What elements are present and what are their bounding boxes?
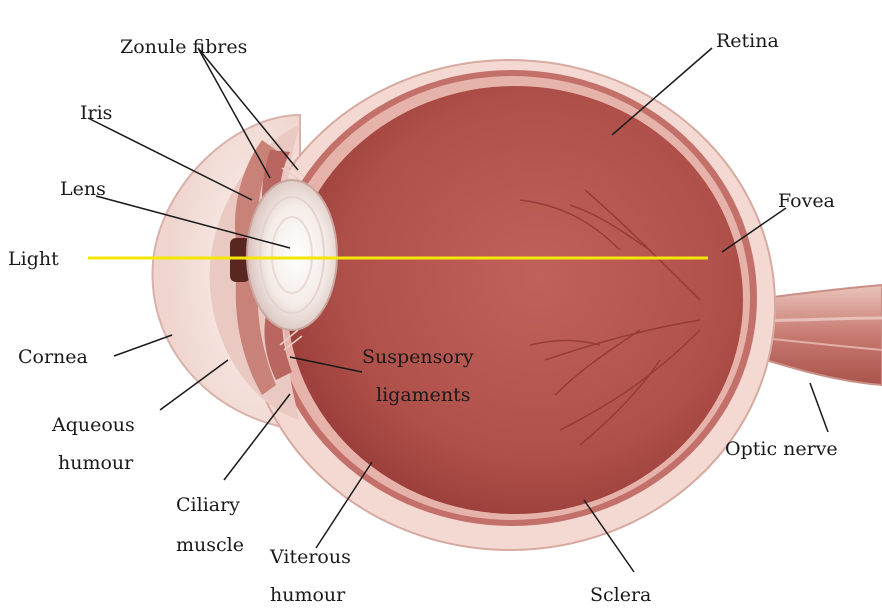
label-viterous-2: humour: [270, 584, 345, 606]
label-retina: Retina: [716, 30, 779, 52]
label-suspensory-2: ligaments: [376, 384, 471, 406]
label-light: Light: [8, 248, 59, 270]
label-sclera: Sclera: [590, 584, 651, 606]
label-iris: Iris: [80, 102, 112, 124]
label-suspensory-1: Suspensory: [362, 346, 474, 368]
vitreous-shape: [287, 86, 743, 514]
label-aqueous-2: humour: [58, 452, 133, 474]
label-lens: Lens: [60, 178, 106, 200]
label-optic-nerve: Optic nerve: [725, 438, 838, 460]
leader-optic-nerve: [810, 383, 828, 432]
label-cornea: Cornea: [18, 346, 88, 368]
label-ciliary-1: Ciliary: [176, 494, 240, 516]
label-zonule-fibres: Zonule fibres: [120, 36, 247, 58]
leader-cornea: [114, 335, 172, 356]
label-aqueous-1: Aqueous: [52, 414, 135, 436]
label-ciliary-2: muscle: [176, 534, 244, 556]
label-viterous-1: Viterous: [270, 546, 351, 568]
label-fovea: Fovea: [778, 190, 835, 212]
